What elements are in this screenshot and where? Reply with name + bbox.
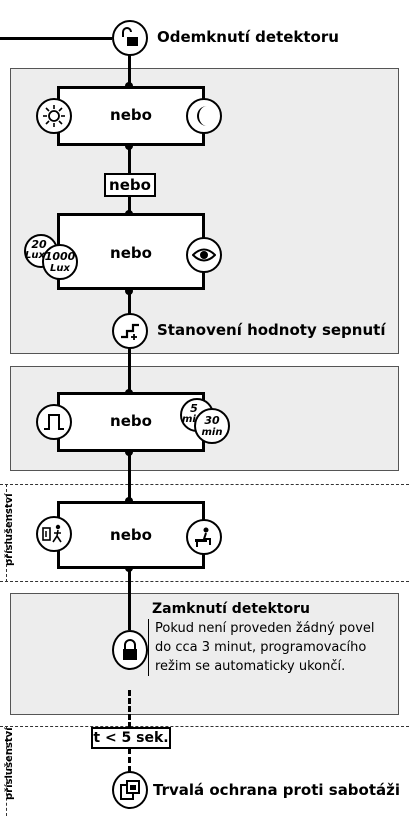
- accessory-region-1: [0, 484, 409, 582]
- unlock-icon: [112, 20, 148, 56]
- lock-title: Zamknutí detektoru: [152, 601, 310, 617]
- lock-icon: [112, 630, 148, 670]
- flow-line-dashed: [128, 748, 131, 772]
- or-label-2: nebo: [110, 244, 152, 262]
- setpoint-label: Stanovení hodnoty sepnutí: [157, 321, 386, 339]
- lux-icon[interactable]: 20 Lux 1000 Lux: [24, 234, 80, 282]
- or-label-1: nebo: [110, 106, 152, 124]
- flow-line: [128, 451, 131, 501]
- time-short: 5: [190, 402, 198, 415]
- presence-icon[interactable]: [186, 519, 222, 555]
- timer-box: t < 5 sek.: [91, 727, 171, 749]
- pulse-icon[interactable]: [36, 404, 72, 440]
- unlock-label: Odemknutí detektoru: [157, 28, 339, 46]
- accessory-label-1: příslušenství: [4, 493, 15, 566]
- or-label-4: nebo: [110, 526, 152, 544]
- lock-note: Zamknutí detektoru Pokud není proveden ž…: [148, 600, 392, 676]
- lock-text: Pokud není proveden žádný povel do cca 3…: [148, 619, 392, 676]
- entry-line: [0, 37, 112, 40]
- accessory-region-2: [0, 726, 409, 816]
- setpoint-icon: [112, 313, 148, 349]
- junction-dot: [125, 287, 133, 295]
- accessory-divider-1: [6, 484, 7, 582]
- time-long-unit: min: [201, 427, 223, 438]
- flow-line: [128, 52, 131, 86]
- or-group-4: [57, 501, 205, 569]
- lux-high-unit: Lux: [50, 263, 70, 274]
- flow-line: [128, 346, 131, 392]
- time-long: 30: [204, 414, 220, 427]
- junction-dot: [125, 448, 133, 456]
- lux-low: 20: [31, 238, 47, 251]
- time-short-unit: min: [182, 414, 203, 425]
- flow-line: [128, 568, 131, 630]
- accessory-divider-2: [6, 726, 7, 816]
- tamper-icon: [112, 771, 148, 809]
- moon-icon[interactable]: [186, 98, 222, 134]
- flow-line: [128, 290, 131, 314]
- accessory-label-2: příslušenství: [4, 727, 15, 800]
- junction-dot: [125, 142, 133, 150]
- panel-lock: [10, 593, 399, 715]
- eye-icon[interactable]: [186, 237, 222, 273]
- tamper-label: Trvalá ochrana proti sabotáži: [153, 781, 401, 799]
- or-label-3: nebo: [110, 412, 152, 430]
- lux-high: 1000: [44, 250, 76, 263]
- timer-icon[interactable]: 5 min 30 min: [180, 398, 232, 446]
- sun-icon[interactable]: [36, 98, 72, 134]
- or-box-between: nebo: [104, 173, 156, 197]
- flow-line-dashed: [128, 690, 131, 736]
- lux-low-unit: Lux: [25, 250, 45, 261]
- walk-out-icon[interactable]: [36, 516, 72, 552]
